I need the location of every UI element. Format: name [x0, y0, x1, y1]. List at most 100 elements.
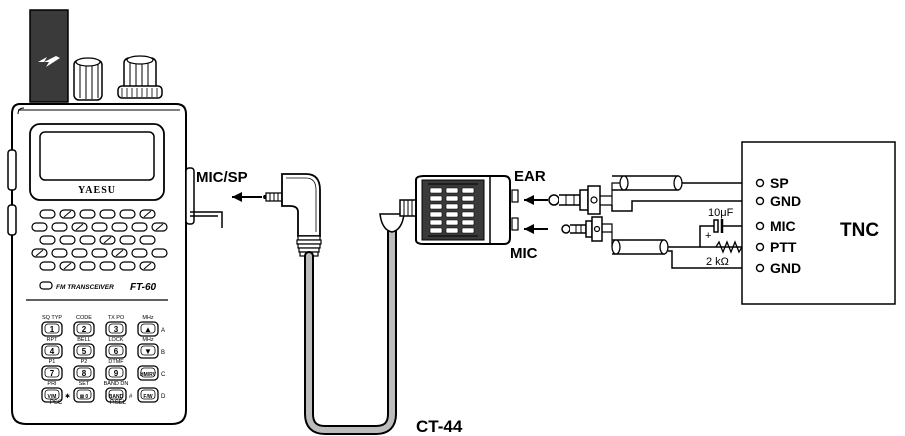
- tnc-pin: GND: [755, 260, 801, 276]
- key-top-label: SQ TYP: [42, 315, 62, 321]
- adapter-rib: [461, 203, 475, 210]
- tnc-pin-label: MIC: [770, 218, 796, 234]
- grille-slot: [119, 209, 136, 219]
- grille-slot: [91, 248, 108, 258]
- grille-slot: [51, 222, 68, 232]
- belt-clip: [190, 211, 223, 228]
- keypad-key[interactable]: CODE 2: [73, 315, 95, 337]
- resistor-label: 2 kΩ: [706, 256, 729, 268]
- psel-label: P.SEL: [110, 400, 127, 406]
- key-side-label: A: [161, 328, 165, 334]
- keypad-key[interactable]: MHz▲A: [137, 315, 165, 337]
- key-top-label: CODE: [76, 315, 92, 321]
- key-top-label: BELL: [77, 337, 90, 343]
- key-top-label: TX PO: [108, 315, 125, 321]
- adapter-ribs: [429, 187, 475, 234]
- adapter-rib: [445, 195, 459, 202]
- adapter-rib: [445, 227, 459, 234]
- grille-slot: [59, 235, 76, 245]
- radio-brand: YAESU: [78, 185, 116, 196]
- key-face-label: HM/RV: [140, 372, 157, 378]
- key-face-label: V/M: [48, 394, 57, 400]
- key-face-label: 4: [50, 347, 55, 356]
- key-side-label: #: [129, 394, 133, 400]
- key-top-label: DTMF: [108, 359, 124, 365]
- key-face-label: 8: [82, 369, 87, 378]
- grille-slot: [139, 209, 156, 219]
- adapter-body: [379, 175, 519, 245]
- grille-slot: [139, 261, 156, 271]
- keypad-key[interactable]: TX PO3: [105, 315, 127, 337]
- model-badge: FM TRANSCEIVER: [56, 284, 114, 291]
- grille-slot: [151, 222, 168, 232]
- grille-slot: [59, 209, 76, 219]
- key-face-label: 2: [82, 325, 87, 334]
- model-name: FT-60: [130, 282, 157, 293]
- grille-slot: [31, 222, 48, 232]
- ear-label: EAR: [514, 168, 546, 185]
- mic-sp-arrow-icon: [232, 192, 262, 202]
- squelch-knob: [73, 57, 103, 101]
- grille-slot: [31, 248, 48, 258]
- grille-slot: [39, 261, 56, 271]
- adapter-rib: [461, 195, 475, 202]
- key-side-label: D: [161, 394, 166, 400]
- speaker-grille: [31, 209, 168, 271]
- key-top-label: MHz: [142, 315, 154, 321]
- lcd-display: [39, 131, 155, 181]
- grille-slot: [71, 222, 88, 232]
- keypad-key[interactable]: P28: [73, 359, 95, 381]
- antenna: [29, 9, 69, 103]
- key-face-label: 5: [82, 347, 87, 356]
- key-top-label: BAND DN: [104, 381, 129, 387]
- keypad-key[interactable]: F/W D: [137, 387, 166, 403]
- key-side-label: C: [161, 372, 166, 378]
- key-face-label: ⊠ 0: [80, 394, 89, 400]
- tnc-pins: SP GND MIC PTT GND: [755, 175, 801, 276]
- adapter-rib: [429, 203, 443, 210]
- grille-slot: [131, 222, 148, 232]
- tnc-pin: SP: [755, 175, 789, 191]
- adapter-rib: [429, 219, 443, 226]
- keypad-key[interactable]: HM/RV C: [137, 365, 166, 381]
- grille-slot: [39, 209, 56, 219]
- tnc-pin: GND: [755, 193, 801, 209]
- cable-label: CT-44: [416, 417, 463, 436]
- key-face-label: ▼: [144, 347, 152, 356]
- mic-shielded-wire: [611, 232, 669, 255]
- key-face-label: 9: [114, 369, 119, 378]
- key-top-label: MHz: [142, 337, 154, 343]
- key-face-label: F/W: [143, 394, 152, 400]
- mic-sp-label: MIC/SP: [196, 169, 248, 186]
- mic-plug: [561, 216, 613, 242]
- ct44-cable: [263, 173, 519, 435]
- capacitor-10uf: 10μF +: [705, 207, 734, 242]
- adapter-rib: [429, 187, 443, 194]
- capacitor-label: 10μF: [708, 207, 734, 219]
- mic-label: MIC: [510, 245, 538, 262]
- grille-slot: [119, 235, 136, 245]
- tnc-pin-label: SP: [770, 175, 789, 191]
- tnc-pin-label: PTT: [770, 239, 797, 255]
- ear-arrow-icon: [524, 195, 548, 205]
- keypad-key[interactable]: BELL 5: [73, 337, 95, 359]
- resistor-2k: 2 kΩ: [706, 240, 743, 268]
- antenna-logo-icon: [38, 56, 60, 67]
- grille-slot: [51, 248, 68, 258]
- ear-shielded-wire: [611, 175, 683, 196]
- keypad-key[interactable]: SET⊠ 0: [73, 381, 95, 403]
- keypad-key[interactable]: P17: [41, 359, 63, 381]
- keypad-key[interactable]: MHz▼B: [137, 337, 165, 359]
- keypad-key[interactable]: DTMF 9: [105, 359, 127, 381]
- psc-label: PSC: [50, 400, 63, 406]
- circuit-wires: [611, 182, 756, 269]
- tnc-pin-label: GND: [770, 260, 801, 276]
